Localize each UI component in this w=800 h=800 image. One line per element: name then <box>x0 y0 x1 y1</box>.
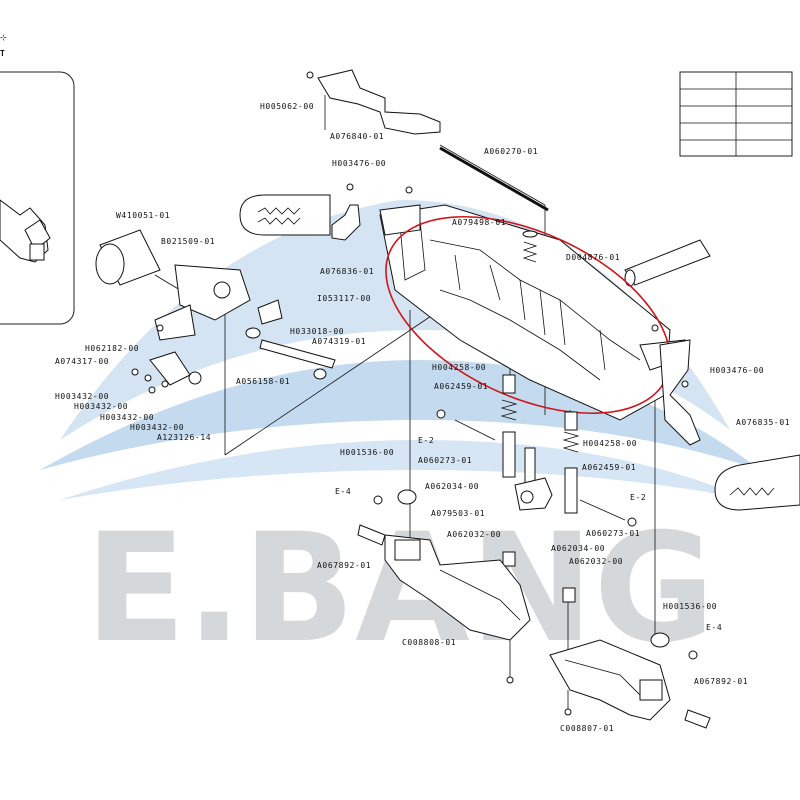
label-I053117-00: I053117-00 <box>317 294 371 303</box>
label-A062032-00-a: A062032-00 <box>447 530 501 539</box>
label-A079498-01: A079498-01 <box>452 218 506 227</box>
label-H005062-00: H005062-00 <box>260 102 314 111</box>
motor-bracket-part <box>154 264 251 341</box>
label-A062034-00-a: A062034-00 <box>425 482 479 491</box>
label-H004258-00-b: H004258-00 <box>583 439 637 448</box>
label-A060273-01-b: A060273-01 <box>586 529 640 538</box>
label-H062182-00: H062182-00 <box>85 344 139 353</box>
label-A074319-01: A074319-01 <box>312 337 366 346</box>
pulley-rod-right <box>624 239 711 287</box>
label-A123126-14: A123126-14 <box>157 433 211 442</box>
label-A062459-01-b: A062459-01 <box>582 463 636 472</box>
lower-carriage-left-part <box>384 534 531 641</box>
label-A060273-01-a: A060273-01 <box>418 456 472 465</box>
label-H033018-00: H033018-00 <box>290 327 344 336</box>
label-H003432-00-d: H003432-00 <box>130 423 184 432</box>
watermark-wave-low <box>60 440 750 500</box>
label-A076836-01: A076836-01 <box>320 267 374 276</box>
label-A079503-01: A079503-01 <box>431 509 485 518</box>
label-C008808-01: C008808-01 <box>402 638 456 647</box>
pins-clips <box>357 409 711 729</box>
label-B021509-01: B021509-01 <box>161 237 215 246</box>
label-H003432-00-c: H003432-00 <box>100 413 154 422</box>
label-A067892-01-b: A067892-01 <box>694 677 748 686</box>
label-A076835-01: A076835-01 <box>736 418 790 427</box>
timing-belt-left <box>239 194 331 236</box>
springs-bushings <box>500 374 580 603</box>
shaft-part <box>439 146 549 212</box>
label-A062032-00-b: A062032-00 <box>569 557 623 566</box>
label-A062034-00-b: A062034-00 <box>551 544 605 553</box>
label-A074317-00: A074317-00 <box>55 357 109 366</box>
label-H001536-00-a: H001536-00 <box>340 448 394 457</box>
label-H003432-00-a: H003432-00 <box>55 392 109 401</box>
idler-parts <box>131 299 336 394</box>
label-W410051-01: W410051-01 <box>116 211 170 220</box>
label-C008807-01: C008807-01 <box>560 724 614 733</box>
label-E-2-a: E-2 <box>418 436 434 445</box>
label-E-4-b: E-4 <box>706 623 722 632</box>
label-A067892-01-a: A067892-01 <box>317 561 371 570</box>
label-H003476-00-b: H003476-00 <box>710 366 764 375</box>
label-D004876-01: D004876-01 <box>566 253 620 262</box>
corner-mark-top: ⊹ <box>0 33 7 42</box>
label-A056158-01: A056158-01 <box>236 377 290 386</box>
top-bracket-part <box>317 69 441 135</box>
label-E-2-b: E-2 <box>630 493 646 502</box>
small-bracket-part <box>331 204 361 241</box>
label-H003432-00-b: H003432-00 <box>74 402 128 411</box>
lower-carriage-right-part <box>549 639 671 721</box>
motor-part <box>95 229 181 291</box>
label-H004258-00-a: H004258-00 <box>432 363 486 372</box>
label-A076840-01: A076840-01 <box>330 132 384 141</box>
label-E-4-a: E-4 <box>335 487 351 496</box>
label-H003476-00-a: H003476-00 <box>332 159 386 168</box>
spring-top-part <box>522 230 538 263</box>
screw-part <box>306 71 314 79</box>
left-inset-panel <box>0 71 75 325</box>
label-A062459-01-a: A062459-01 <box>434 382 488 391</box>
timing-belt-right <box>714 454 800 511</box>
legend-table <box>679 71 793 157</box>
right-bracket-part <box>659 339 701 446</box>
part-labels: H005062-00 A076840-01 A060270-01 H003476… <box>55 102 790 733</box>
label-A060270-01: A060270-01 <box>484 147 538 156</box>
label-H001536-00-b: H001536-00 <box>663 602 717 611</box>
corner-mark-bottom: T <box>0 49 5 58</box>
